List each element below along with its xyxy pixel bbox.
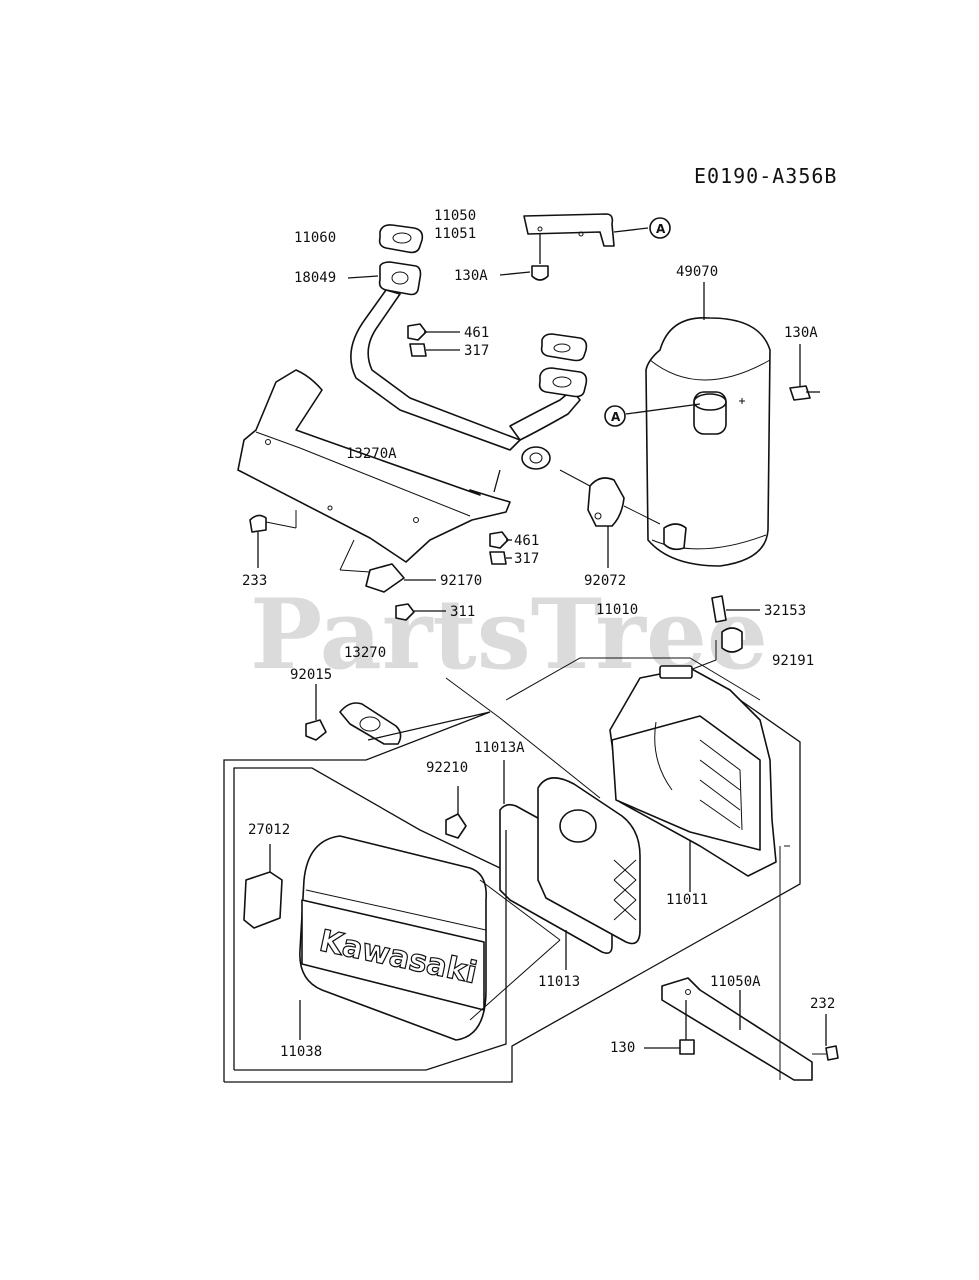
- label-11013: 11013: [538, 974, 580, 990]
- label-233: 233: [242, 573, 267, 589]
- label-130a-right: 130A: [784, 325, 818, 341]
- gasket-upper[interactable]: [378, 224, 424, 254]
- label-92170: 92170: [440, 573, 482, 589]
- bolt-32153[interactable]: [711, 595, 760, 623]
- label-130: 130: [610, 1040, 635, 1056]
- washer-317-top[interactable]: [409, 343, 460, 357]
- label-92015: 92015: [290, 667, 332, 683]
- bolt-130[interactable]: [644, 1000, 695, 1055]
- washer-317-mid[interactable]: [489, 551, 512, 565]
- label-13270a: 13270A: [346, 446, 397, 462]
- svg-text:A: A: [611, 410, 621, 424]
- latch-27012[interactable]: [243, 844, 283, 929]
- label-11050: 11050: [434, 208, 476, 224]
- gasket-13270[interactable]: [339, 702, 402, 745]
- label-92210: 92210: [426, 760, 468, 776]
- svg-text:A: A: [656, 222, 666, 236]
- label-317-top: 317: [464, 343, 489, 359]
- label-130a-top: 130A: [454, 268, 488, 284]
- label-11038: 11038: [280, 1044, 322, 1060]
- nut-311[interactable]: [395, 603, 446, 621]
- label-11011: 11011: [666, 892, 708, 908]
- diagram-code: E0190-A356B: [694, 164, 837, 188]
- label-11051: 11051: [434, 226, 476, 242]
- callout-a-top: A: [649, 217, 671, 239]
- screw-233[interactable]: [249, 510, 297, 568]
- label-27012: 27012: [248, 822, 290, 838]
- label-49070: 49070: [676, 264, 718, 280]
- label-18049: 18049: [294, 270, 336, 286]
- nut-92015[interactable]: [305, 684, 327, 741]
- label-11050a: 11050A: [710, 974, 761, 990]
- label-32153: 32153: [764, 603, 806, 619]
- label-311: 311: [450, 604, 475, 620]
- pipe-clamp[interactable]: [559, 469, 661, 568]
- clip-92210[interactable]: [445, 786, 467, 839]
- bracket-11050a[interactable]: [661, 977, 813, 1081]
- label-92191: 92191: [772, 653, 814, 669]
- bolt-232[interactable]: [812, 1014, 839, 1061]
- muffler-bracket-top[interactable]: [523, 213, 649, 247]
- label-11013a: 11013A: [474, 740, 525, 756]
- label-232: 232: [810, 996, 835, 1012]
- air-cleaner-cover[interactable]: Kawasaki: [299, 835, 487, 1041]
- label-461-top: 461: [464, 325, 489, 341]
- label-92072: 92072: [584, 573, 626, 589]
- clip-92170[interactable]: [339, 539, 436, 593]
- exhaust-pipe[interactable]: [347, 261, 588, 470]
- label-13270: 13270: [344, 645, 386, 661]
- bolt-130a-top[interactable]: [499, 234, 549, 281]
- callout-a-mid: A: [604, 403, 701, 427]
- label-11060: 11060: [294, 230, 336, 246]
- gasket-lower[interactable]: [540, 333, 588, 362]
- exploded-guides: [223, 657, 801, 1083]
- air-cleaner-base[interactable]: [609, 665, 777, 892]
- label-11010: 11010: [596, 602, 638, 618]
- grommet-92191[interactable]: [689, 627, 743, 671]
- cooling-shroud[interactable]: [237, 369, 511, 563]
- label-461-mid: 461: [514, 533, 539, 549]
- nut-461-mid[interactable]: [489, 531, 512, 549]
- filter-element[interactable]: [537, 777, 641, 970]
- bolt-130a-right[interactable]: [789, 344, 820, 401]
- label-317-mid: 317: [514, 551, 539, 567]
- nut-461-top[interactable]: [407, 323, 460, 341]
- muffler[interactable]: [645, 282, 771, 567]
